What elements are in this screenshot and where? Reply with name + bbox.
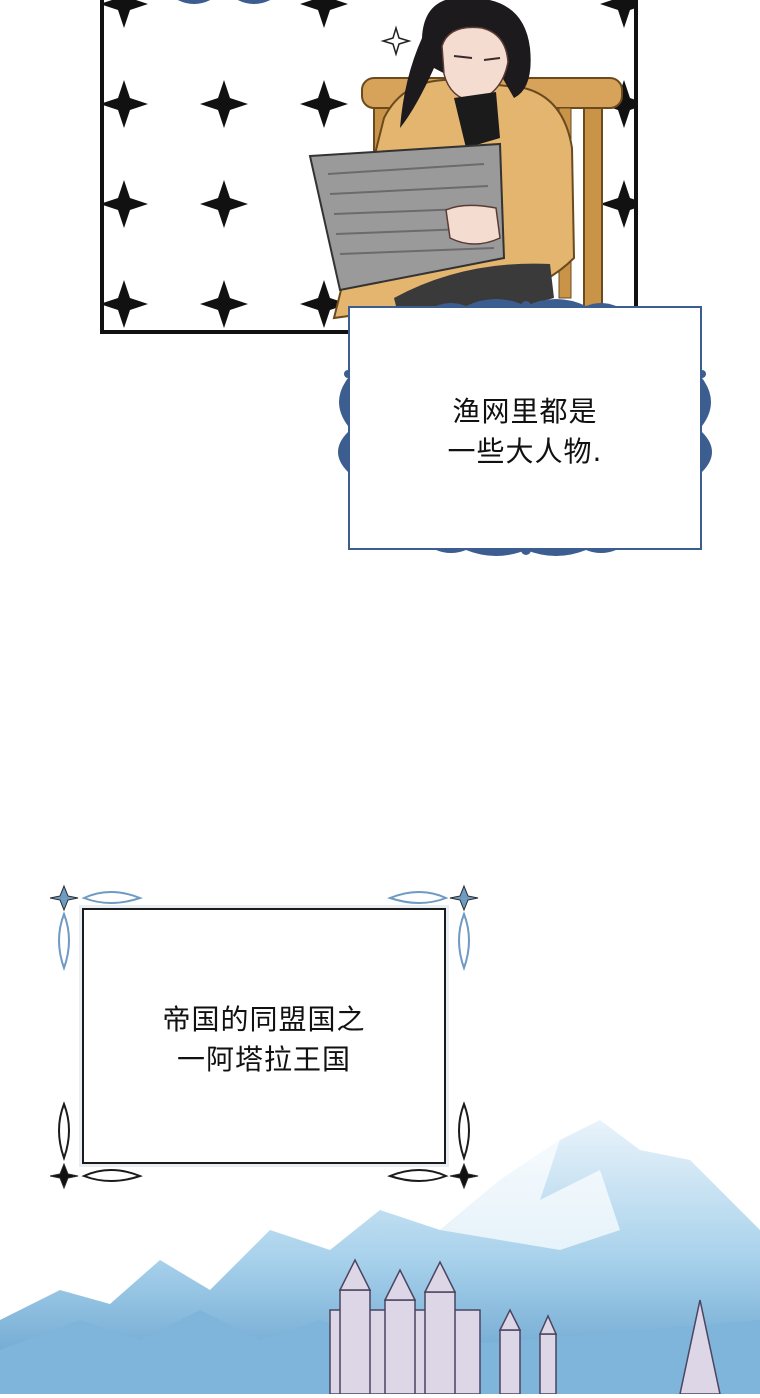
caption-text: 帝国的同盟国之 一阿塔拉王国: [82, 1000, 446, 1080]
caption-line-1: 渔网里都是: [452, 395, 598, 428]
caption-frame: [348, 306, 702, 550]
caption-line-2: 一阿塔拉王国: [176, 1043, 351, 1076]
landscape-illustration: [0, 1120, 760, 1395]
panel-illustration: [104, 0, 634, 330]
caption-line-1: 帝国的同盟国之: [162, 1003, 366, 1036]
diamond-pattern: [104, 0, 634, 328]
light-ornament-frame: [50, 884, 479, 1190]
character: [308, 0, 576, 330]
castle: [329, 1258, 721, 1395]
comic-panel-reading-newspaper: [100, 0, 638, 334]
mountain-castle-landscape: [0, 1120, 760, 1395]
top-ornament: [177, 0, 271, 4]
sparkle-icon: [380, 25, 412, 57]
caption-line-2: 一些大人物.: [447, 435, 603, 468]
caption-box-fishing-net: 渔网里都是 一些大人物.: [326, 292, 726, 564]
caption-frame: [82, 908, 446, 1164]
caption-text: 渔网里都是 一些大人物.: [348, 392, 702, 472]
caption-box-kingdom: 帝国的同盟国之 一阿塔拉王国: [50, 878, 480, 1196]
